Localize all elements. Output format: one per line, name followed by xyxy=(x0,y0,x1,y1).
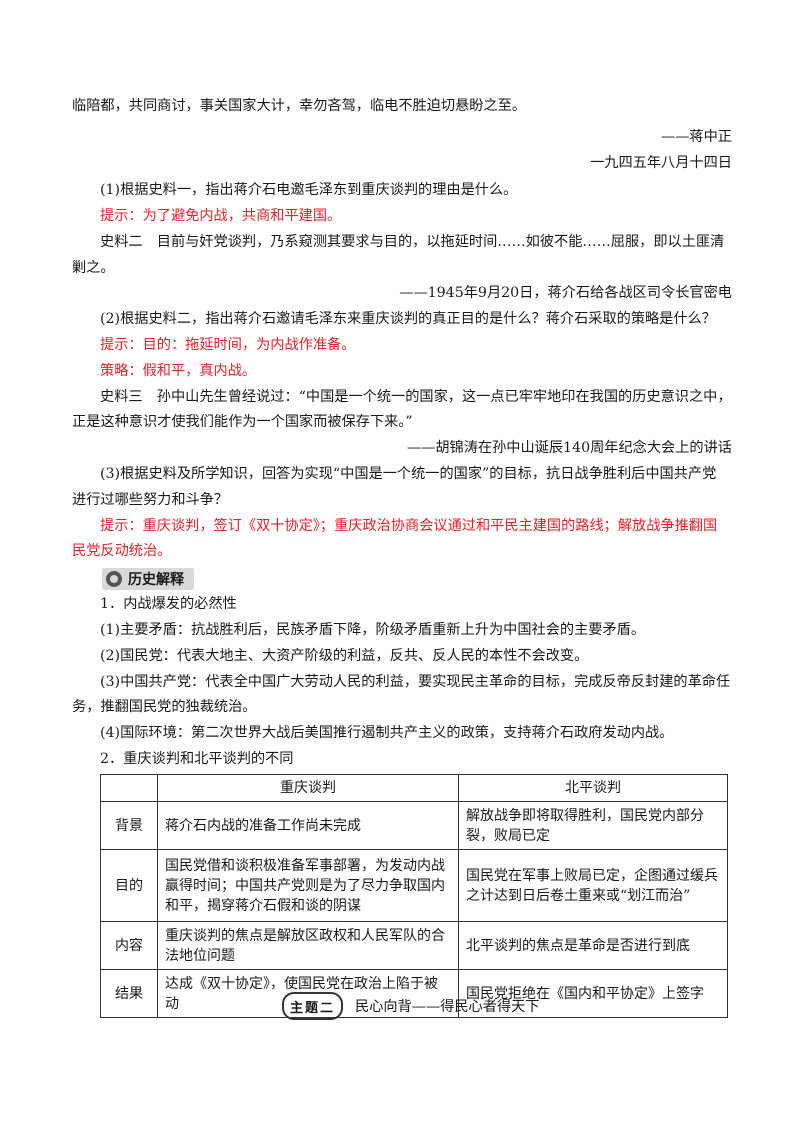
answer-2-strategy: 策略：假和平，真内战。 xyxy=(100,363,257,379)
row-label: 背景 xyxy=(100,801,158,850)
comparison-table: 重庆谈判 北平谈判 背景 蒋介石内战的准备工作尚未完成 解放战争即将取得胜利，国… xyxy=(100,774,728,1018)
theme-title: 民心向背——得民心者得天下 xyxy=(355,999,540,1015)
answer-3: 提示：重庆谈判，签订《双十协定》；重庆政治协商会议通过和平民主建国的路线；解放战… xyxy=(100,518,718,534)
table-row: 目的 国民党借和谈积极准备军事部署，为发动内战赢得时间；中国共产党则是为了尽力争… xyxy=(100,849,728,922)
point-3-cont: 务，推翻国民党的独裁统治。 xyxy=(72,699,257,715)
row-label: 目的 xyxy=(100,849,158,922)
source-2: ——1945年9月20日，蒋介石给各战区司令长官密电 xyxy=(399,285,732,301)
heading-2: 2．重庆谈判和北平谈判的不同 xyxy=(100,751,294,767)
table-row: 结果 达成《双十协定》，使国民党在政治上陷于被动 国民党拒绝在《国内和平协定》上… xyxy=(100,969,728,1018)
row-label: 结果 xyxy=(100,969,158,1018)
cell-beiping: 国民党拒绝在《国内和平协定》上签字 xyxy=(458,969,728,1018)
question-3-cont: 进行过哪些努力和斗争？ xyxy=(72,492,229,508)
text-line: 临陪都，共同商讨，事关国家大计，幸勿吝驾，临电不胜迫切悬盼之至。 xyxy=(72,98,527,114)
material-2-cont: 剿之。 xyxy=(72,260,115,276)
table-header: 北平谈判 xyxy=(458,774,728,802)
source-3: ——胡锦涛在孙中山诞辰140周年纪念大会上的讲话 xyxy=(406,440,732,456)
point-4: (4)国际环境：第二次世界大战后美国推行遏制共产主义的政策，支持蒋介石政府发动内… xyxy=(100,725,674,741)
section-banner: 历史解释 xyxy=(102,568,194,590)
banner-icon xyxy=(106,571,122,587)
question-2: (2)根据史料二，指出蒋介石邀请毛泽东来重庆谈判的真正目的是什么？蒋介石采取的策… xyxy=(100,311,716,327)
material-3: 史料三 孙中山先生曾经说过：“中国是一个统一的国家，这一点已牢牢地印在我国的历史… xyxy=(100,389,732,405)
cell-chongqing: 蒋介石内战的准备工作尚未完成 xyxy=(157,801,459,850)
cell-beiping: 北平谈判的焦点是革命是否进行到底 xyxy=(458,921,728,970)
table-header-row: 重庆谈判 北平谈判 xyxy=(100,774,728,802)
signature-date: 一九四五年八月十四日 xyxy=(590,155,732,171)
banner-title: 历史解释 xyxy=(128,572,184,588)
cell-chongqing: 国民党借和谈积极准备军事部署，为发动内战赢得时间；中国共产党则是为了尽力争取国内… xyxy=(157,849,459,922)
table-header: 重庆谈判 xyxy=(157,774,459,802)
cell-chongqing: 重庆谈判的焦点是解放区政权和人民军队的合法地位问题 xyxy=(157,921,459,970)
answer-3-cont: 民党反动统治。 xyxy=(72,543,172,559)
heading-1: 1．内战爆发的必然性 xyxy=(100,596,237,612)
cell-beiping: 国民党在军事上败局已定，企图通过缓兵之计达到日后卷土重来或“划江而治” xyxy=(458,849,728,922)
answer-2-purpose: 提示：目的：拖延时间，为内战作准备。 xyxy=(100,337,356,353)
signature-name: ——蒋中正 xyxy=(661,129,732,145)
material-3-cont: 正是这种意识才使我们能作为一个国家而被保存下来。” xyxy=(72,414,413,430)
question-3: (3)根据史料及所学知识，回答为实现“中国是一个统一的国家”的目标，抗日战争胜利… xyxy=(100,466,717,482)
table-row: 背景 蒋介石内战的准备工作尚未完成 解放战争即将取得胜利，国民党内部分裂，败局已… xyxy=(100,801,728,850)
point-3: (3)中国共产党：代表全中国广大劳动人民的利益，要实现民主革命的目标，完成反帝反… xyxy=(100,674,731,690)
table-row: 内容 重庆谈判的焦点是解放区政权和人民军队的合法地位问题 北平谈判的焦点是革命是… xyxy=(100,921,728,970)
answer-1: 提示：为了避免内战，共商和平建国。 xyxy=(100,208,342,224)
theme-seal: 主题二 xyxy=(282,992,344,1020)
question-1: (1)根据史料一，指出蒋介石电邀毛泽东到重庆谈判的理由是什么。 xyxy=(100,182,518,198)
point-2: (2)国民党：代表大地主、大资产阶级的利益，反共、反人民的本性不会改变。 xyxy=(100,648,589,664)
material-2: 史料二 目前与奸党谈判，乃系窥测其要求与目的，以拖延时间……如彼不能……屈服，即… xyxy=(100,234,725,250)
point-1: (1)主要矛盾：抗战胜利后，民族矛盾下降，阶级矛盾重新上升为中国社会的主要矛盾。 xyxy=(100,622,646,638)
table-header xyxy=(100,774,158,802)
cell-beiping: 解放战争即将取得胜利，国民党内部分裂，败局已定 xyxy=(458,801,728,850)
theme-heading: 主题二 民心向背——得民心者得天下 xyxy=(282,992,539,1020)
row-label: 内容 xyxy=(100,921,158,970)
